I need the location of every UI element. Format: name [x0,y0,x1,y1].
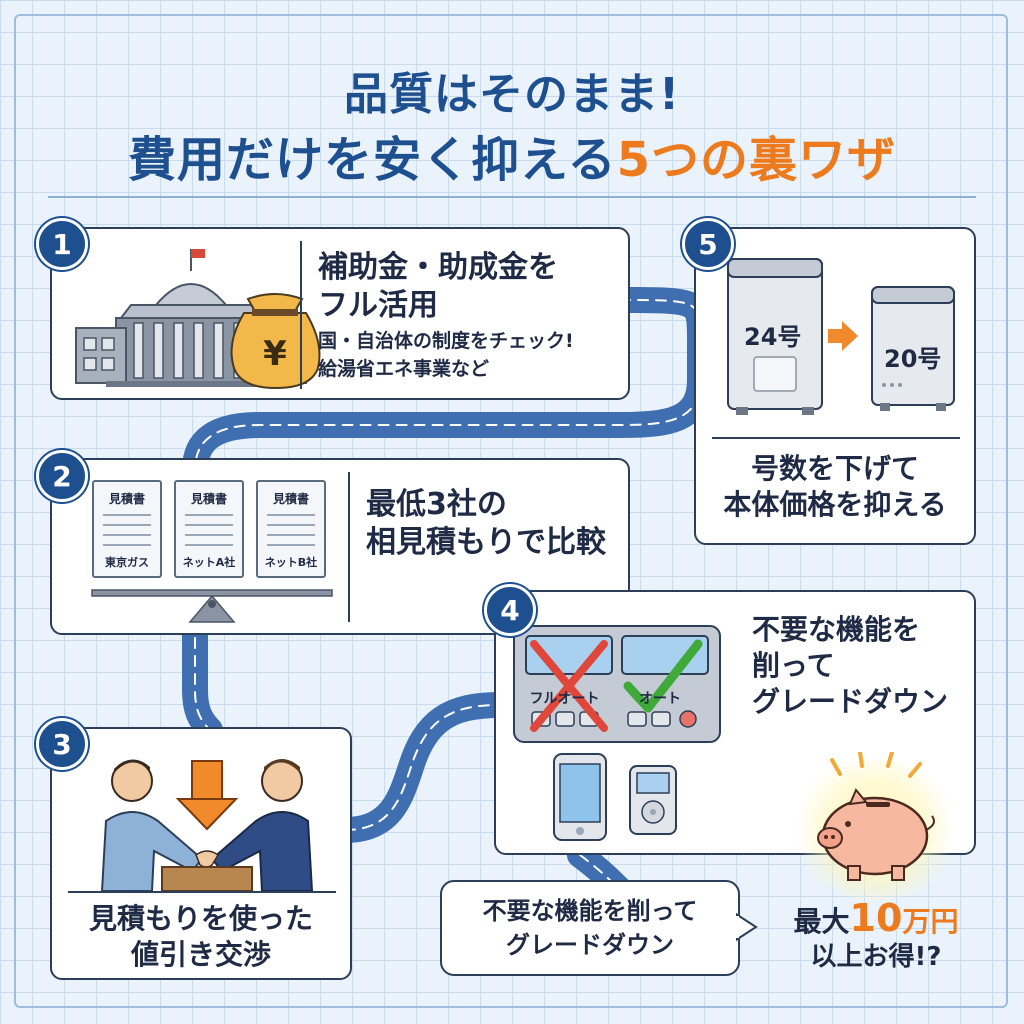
quote-doc-2: 見積書 ネットA社 [174,480,244,578]
quote-doc-1-header: 見積書 [108,492,145,506]
savings-prefix: 最大 [793,905,850,938]
from-capacity-label: 24号 [744,323,802,351]
savings-unit: 万円 [902,905,959,938]
step1-number-badge: 1 [36,218,88,270]
cross-icon [530,640,608,732]
bubble-line2: グレードダウン [506,931,674,959]
step2-divider [348,472,350,622]
quote-doc-3-header: 見積書 [272,492,309,506]
bubble-tail [736,912,758,942]
step3-title-line1: 見積もりを使った [88,902,313,935]
page-frame [14,14,1008,1008]
title-main: 費用だけを安く抑える [128,132,617,188]
step2-number-badge: 2 [36,450,88,502]
step3-divider [68,891,336,893]
step1-desc-line2: 給湯省エネ事業など [318,358,490,380]
step5-divider [712,437,960,439]
savings-line2: 以上お得!? [810,941,942,972]
down-arrow-icon [175,760,239,831]
savings-amount: 10 [849,896,903,940]
step5-number-badge: 5 [682,218,734,270]
step3-title-line2: 値引き交渉 [130,938,271,971]
money-bag-icon: ¥ [230,293,321,390]
svg-text:¥: ¥ [263,334,287,374]
step3-card: 見積もりを使った 値引き交渉 [50,727,352,980]
step4-title-line2: 削って [752,649,835,682]
right-arrow-icon [828,321,858,351]
step3-number-badge: 3 [36,718,88,770]
handshake-icon [100,759,314,891]
water-heater-icon [727,258,823,415]
savings-line1: 最大10万円 [776,896,976,942]
step5-title-line2: 本体価格を抑える [723,488,947,521]
step2-card: 見積書 東京ガス 見積書 ネットA社 見積書 ネットB社 最低3社の 相見積もり… [50,458,630,635]
bubble-line1: 不要な機能を削って [482,897,698,925]
remote-icon [629,765,677,835]
balance-scale-icon [91,589,333,623]
piggy-bank-icon [817,752,935,881]
step1-title-line1: 補助金・助成金を [318,250,558,285]
quote-doc-3-footer: ネットB社 [264,556,318,569]
quote-doc-3: 見積書 ネットB社 [256,480,326,578]
to-capacity-label: 20号 [884,345,942,373]
savings-callout: 最大10万円 以上お得!? [776,896,976,973]
smartphone-icon [553,753,607,841]
panel-right-label: オート [639,691,681,707]
check-icon [623,639,703,713]
quote-doc-1-footer: 東京ガス [105,556,149,569]
step1-desc-line1: 国・自治体の制度をチェック! [318,330,574,352]
step2-title-line1: 最低3社の [366,487,507,522]
step1-title-line2: フル活用 [318,288,438,323]
control-panel [513,625,721,743]
summary-bubble: 不要な機能を削って グレードダウン [440,880,740,976]
water-heater-comparison [727,258,955,415]
title-accent: 5つの裏ワザ [616,132,896,188]
step4-title-line1: 不要な機能を [752,613,921,646]
panel-left-label: フルオート [529,691,600,707]
title-line2: 費用だけを安く抑える5つの裏ワザ [0,120,1024,190]
quote-doc-1: 見積書 東京ガス [92,480,162,578]
step2-title-line2: 相見積もりで比較 [366,525,606,560]
step4-number-badge: 4 [484,584,536,636]
title-rule [48,196,976,198]
title-line1: 品質はそのまま! [343,69,681,120]
step1-card: ¥ 補助金・助成金を フル活用 国・自治体の制度をチェック! 給湯省エネ事業など [50,227,630,400]
water-heater-icon [871,286,955,411]
step1-illustration: ¥ [75,249,321,390]
step5-title-line1: 号数を下げて [750,452,919,485]
quote-doc-2-footer: ネットA社 [182,556,236,569]
step1-divider [300,241,302,389]
step4-title-line3: グレードダウン [752,685,949,718]
quote-doc-2-header: 見積書 [190,492,227,506]
step5-card: 24号 20号 号数を下げて 本体価格を抑える [694,227,976,545]
